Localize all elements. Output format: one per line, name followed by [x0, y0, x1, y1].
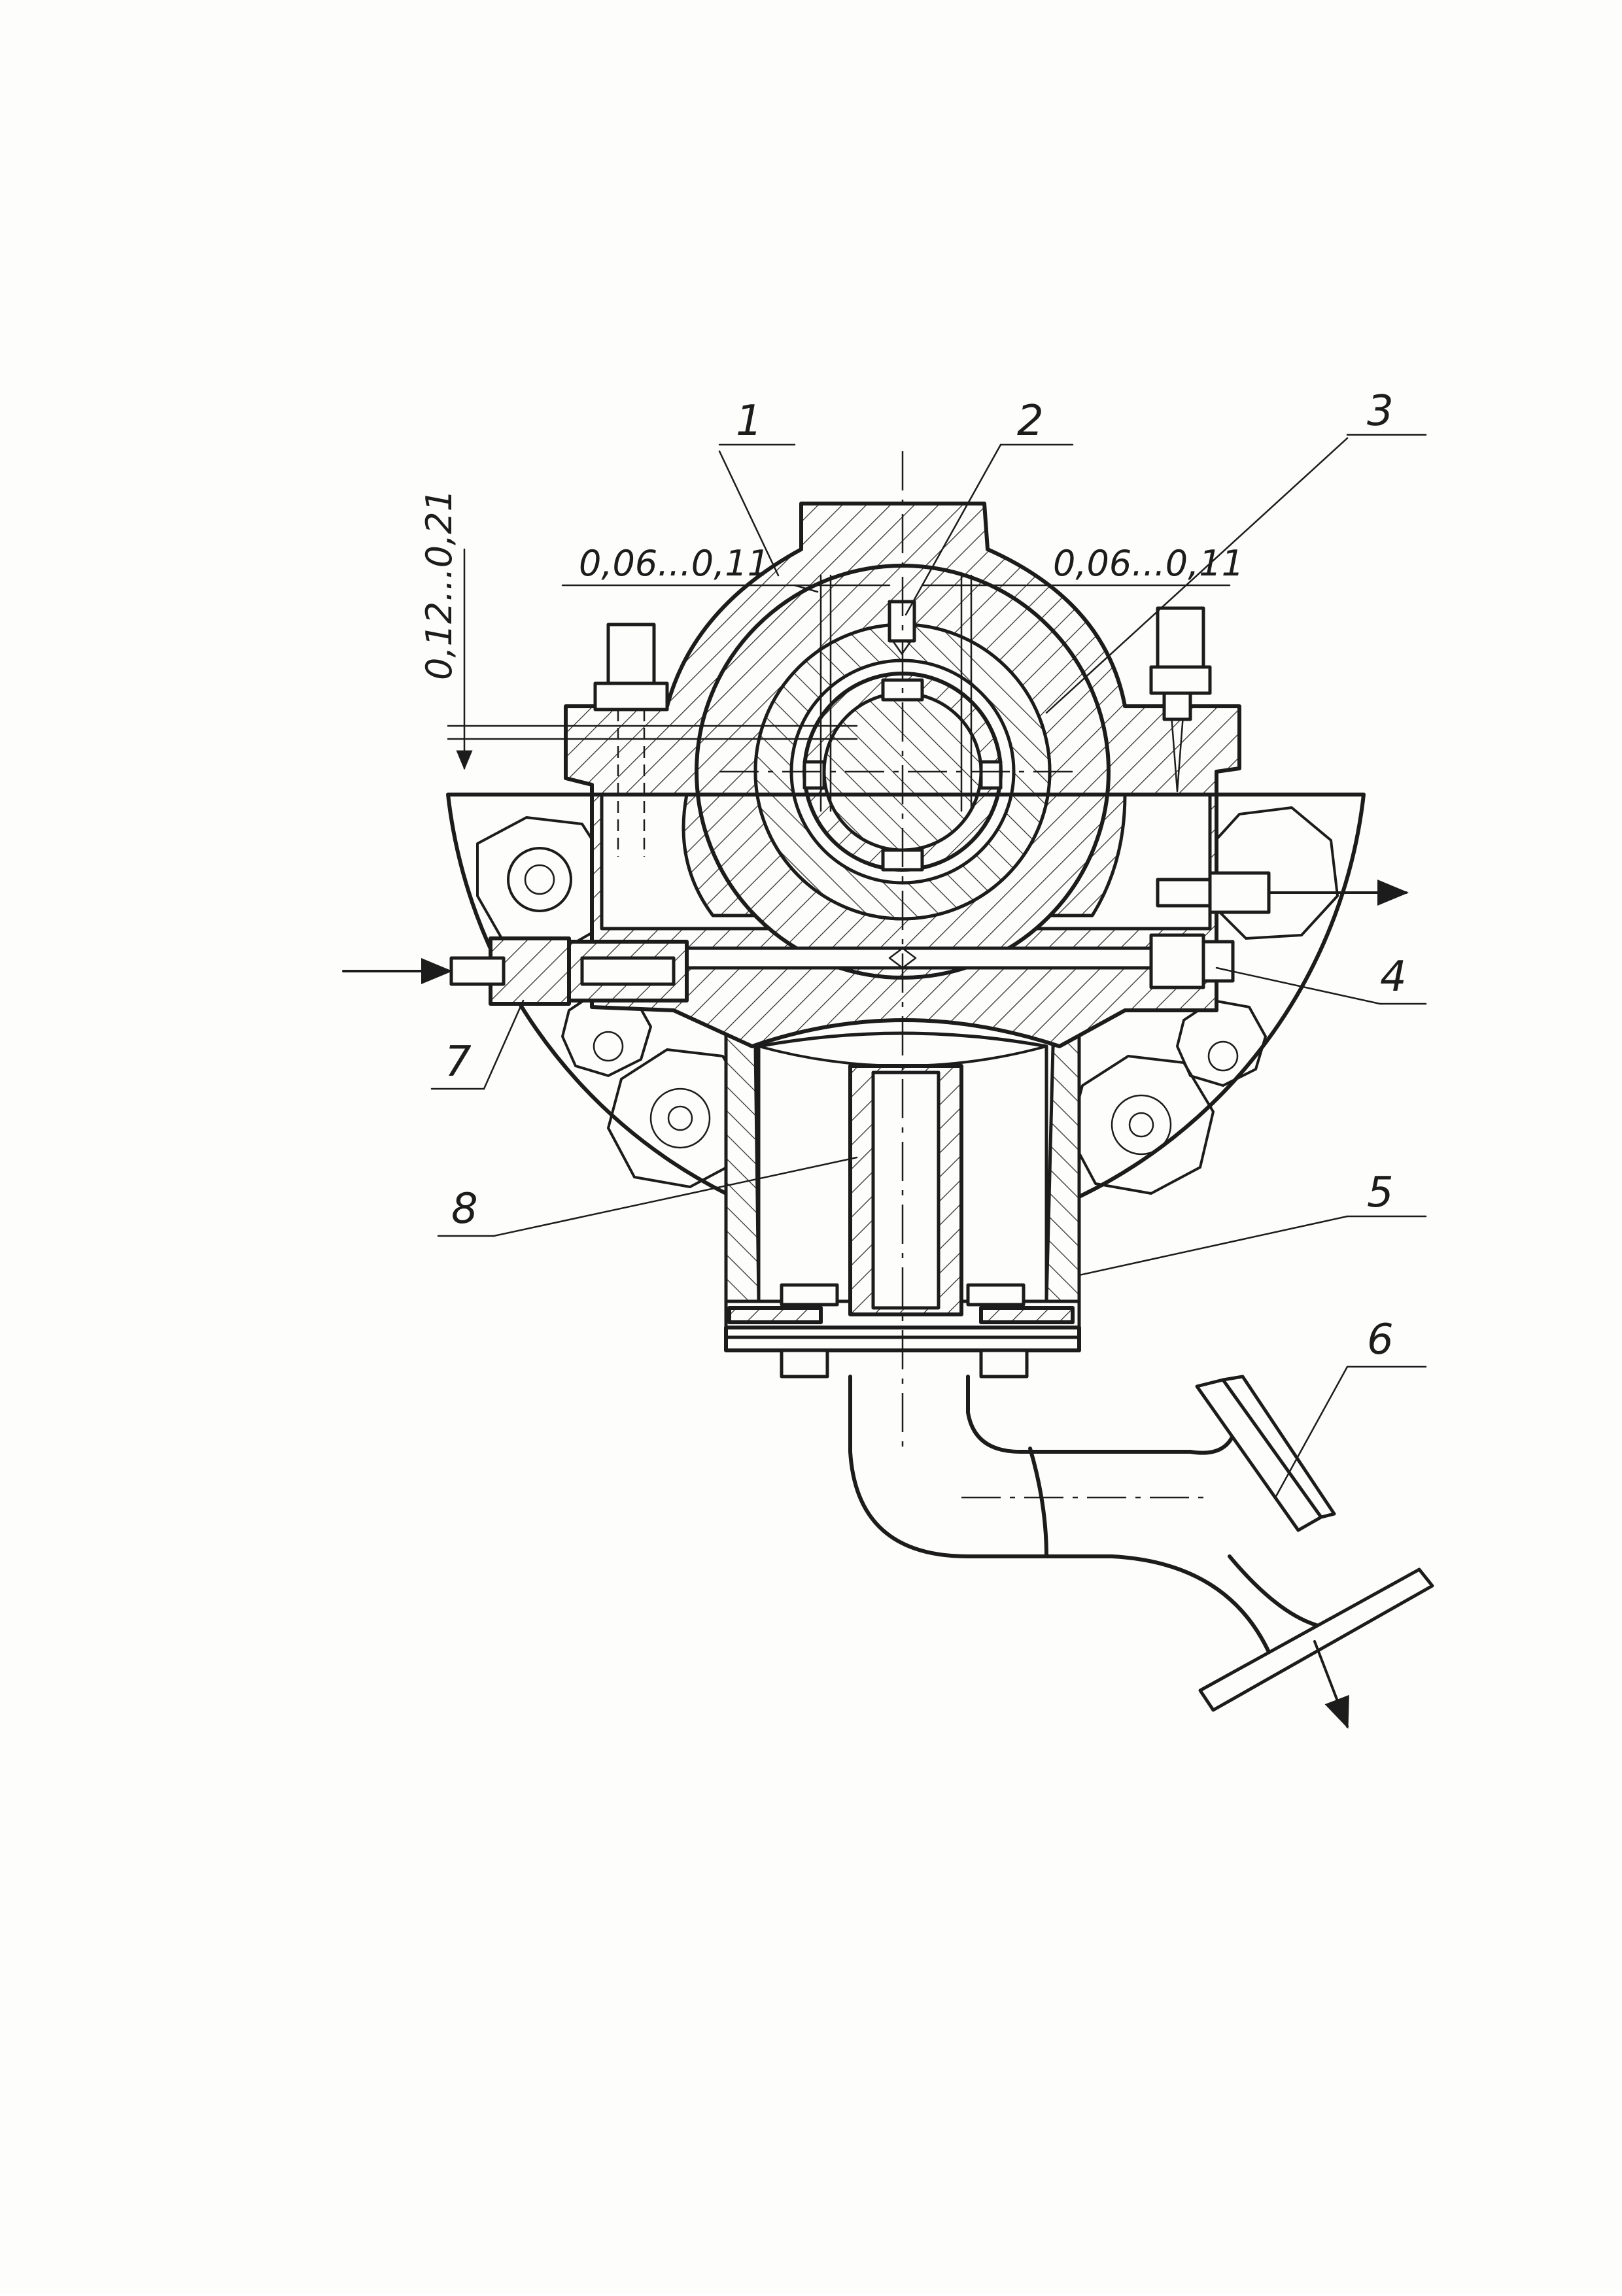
- callout-3-label: 3: [1367, 387, 1394, 436]
- callout-1-label: 1: [736, 397, 763, 445]
- left-clearance-label: 0,06...0,11: [579, 543, 770, 584]
- inlet-fitting: [342, 936, 689, 1006]
- callout-8-label: 8: [451, 1185, 478, 1233]
- outlet-fitting-right: [1149, 871, 1409, 989]
- outer-flange: [446, 793, 1366, 1199]
- callout-4-label: 4: [1380, 953, 1407, 1001]
- stud-left-top: [593, 623, 669, 857]
- callout-7: 7: [430, 999, 525, 1090]
- callout-4: 4: [1215, 953, 1427, 1005]
- callout-6-label: 6: [1367, 1316, 1394, 1364]
- callout-5-label: 5: [1367, 1169, 1394, 1217]
- outlet-elbow-pipe: [848, 1375, 1434, 1729]
- flange-nut-right-small: [1176, 999, 1267, 1087]
- vertical-clearance-label: 0,12...0,21: [419, 489, 460, 680]
- callout-2: 2: [905, 397, 1074, 616]
- stud-right-top: [1149, 606, 1212, 793]
- centre-lines: [719, 451, 1203, 1499]
- dimension-left-clearance: 0,06...0,11: [561, 543, 891, 812]
- callout-5: 5: [1078, 1169, 1427, 1277]
- dimension-right-clearance: 0,06...0,11: [921, 543, 1244, 812]
- callout-2-label: 2: [1017, 397, 1044, 445]
- callout-3: 3: [1045, 387, 1427, 714]
- dimension-vertical-clearance: 0,12...0,21: [419, 489, 858, 770]
- right-clearance-label: 0,06...0,11: [1053, 543, 1244, 584]
- callout-1: 1: [718, 397, 796, 577]
- callout-7-label: 7: [445, 1038, 472, 1086]
- callout-6: 6: [1274, 1316, 1427, 1499]
- callout-8: 8: [437, 1156, 858, 1237]
